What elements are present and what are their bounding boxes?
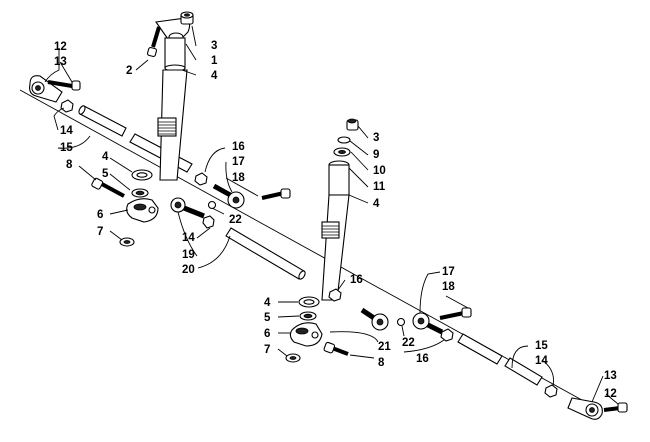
callout-15-left: 15 [60,142,73,154]
spacer-22-lower [396,317,406,327]
nut-16-middle [328,288,342,302]
bolt-18-upper [261,188,291,200]
callout-5-lower: 5 [264,312,271,324]
rod-end-21 [360,307,389,331]
callout-16-middle: 16 [350,274,363,286]
callout-7-lower: 7 [264,344,270,356]
bolt-8-lower [323,341,349,356]
tie-rod-end-left [29,75,63,103]
callout-13-right: 13 [604,370,617,382]
callout-16-lower: 16 [416,353,429,365]
callout-22-upper: 22 [229,214,242,226]
callout-9: 9 [373,149,379,161]
callout-17-lower: 17 [442,266,455,278]
steering-arm-6-upper [126,198,159,223]
bolt-12-right [603,402,628,413]
nut-14-right [544,384,558,398]
callout-8-lower: 8 [378,357,385,369]
bolt-8-upper [91,177,125,198]
callout-21: 21 [378,341,391,353]
rod-end-17-upper [212,183,245,209]
rod-end-17-lower [412,312,444,335]
callout-10: 10 [373,165,386,177]
cap-screw-3-upper [180,11,194,25]
callout-2: 2 [126,65,132,77]
callout-labels: 12 13 2 3 1 4 14 15 8 4 5 16 17 18 6 7 2… [54,40,617,400]
callout-14-middle: 14 [182,232,195,244]
steering-post-1 [155,17,191,181]
callout-7-upper: 7 [97,226,103,238]
bolt-18-lower [439,307,472,320]
bolt-2 [147,26,161,57]
callout-1: 1 [211,55,218,67]
leader-lines [44,25,619,405]
assembly-axis [19,89,601,411]
callout-4-post: 4 [211,70,218,82]
callout-22-lower: 22 [402,337,415,349]
callout-13-left: 13 [54,56,67,68]
callout-18-lower: 18 [442,281,455,293]
steering-post-11 [321,160,350,301]
washer-5-upper [131,188,149,198]
callout-11: 11 [373,181,386,193]
lock-nut-7-lower [285,353,301,363]
bolt-12-left [47,80,81,91]
jam-nut-14-left [60,99,74,113]
callout-4-lower: 4 [264,297,271,309]
tie-rod-end-right [567,397,603,420]
callout-4-right-post: 4 [373,198,380,210]
steering-arm-6-lower [289,322,323,347]
callout-20: 20 [182,264,195,276]
adjuster-tube-15-right [457,333,543,386]
adjuster-tube-15-left [78,105,127,137]
washer-10 [333,147,351,157]
callout-3-upper: 3 [211,40,217,52]
nut-16-upper [194,172,208,186]
nut-16-lower [440,328,454,342]
callout-14-left: 14 [60,125,73,137]
callout-19: 19 [182,249,195,261]
tie-rod-20 [225,227,306,280]
callout-17-upper: 17 [232,156,245,168]
washer-5-lower [299,311,317,321]
callout-3-lower: 3 [373,132,379,144]
callout-12-right: 12 [604,388,617,400]
callout-18-upper: 18 [232,172,245,184]
callout-14-right: 14 [535,355,548,367]
lock-nut-7-upper [119,237,135,247]
callout-12-left: 12 [54,41,67,53]
callout-6-lower: 6 [264,328,270,340]
washer-4-lower [298,296,320,308]
cap-screw-3-lower [346,118,359,131]
nut-14-middle [202,215,215,229]
rod-end-19 [170,197,205,219]
callout-6-upper: 6 [97,209,103,221]
callout-5-upper: 5 [102,168,109,180]
washer-9 [337,136,351,144]
callout-4-upper: 4 [102,151,109,163]
callout-15-right: 15 [535,340,548,352]
washer-4-upper [131,169,153,181]
spacer-22-upper [207,200,217,210]
callout-8-upper: 8 [66,159,73,171]
callout-16-upper: 16 [232,141,245,153]
